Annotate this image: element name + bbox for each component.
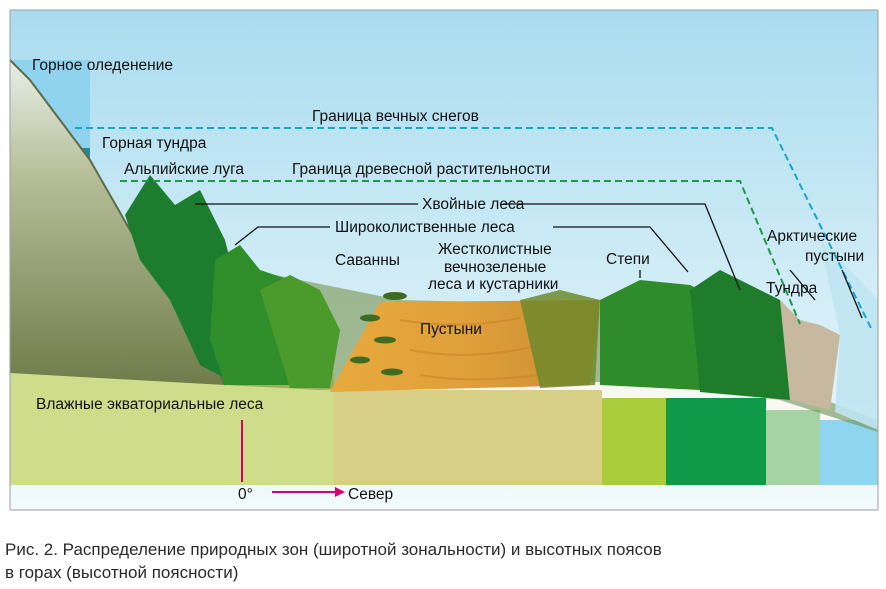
latitude-bands <box>10 373 878 485</box>
diagram-frame <box>9 9 879 511</box>
arctic-ice <box>820 240 878 430</box>
northern-forest <box>600 270 800 400</box>
tree-line <box>120 180 801 325</box>
savanna-trees <box>350 292 407 376</box>
label-alpine-meadows: Альпийские луга <box>124 161 244 178</box>
north-indicator <box>241 420 345 497</box>
tundra-slope <box>780 300 840 410</box>
sclerophyll-shrubs <box>520 290 600 388</box>
label-savannas: Саванны <box>335 252 400 269</box>
snow-line <box>75 127 873 331</box>
caption-line-1: Рис. 2. Распределение природных зон (шир… <box>5 540 662 559</box>
label-sclerophyll-1: Жестколистные <box>438 241 552 258</box>
label-sclerophyll-3: леса и кустарники <box>428 276 558 293</box>
label-zero-degree: 0° <box>238 486 253 503</box>
label-arctic-2: пустыни <box>805 248 864 265</box>
label-equatorial: Влажные экваториальные леса <box>36 396 264 413</box>
label-sclerophyll-2: вечнозеленые <box>444 259 546 276</box>
label-coniferous: Хвойные леса <box>422 196 525 213</box>
mountain-slope <box>10 60 225 385</box>
label-tree-line: Граница древесной растительности <box>292 161 550 178</box>
band-arctic <box>820 420 878 485</box>
label-snow-line: Граница вечных снегов <box>312 108 479 125</box>
band-equatorial <box>10 373 334 485</box>
label-arrows <box>195 203 863 319</box>
label-mountain-tundra: Горная тундра <box>102 135 207 152</box>
band-forest <box>666 398 766 485</box>
band-tundra-light <box>766 410 820 485</box>
label-mountain-glaciation: Горное оледенение <box>32 57 173 74</box>
caption-line-2: в горах (высотной поясности) <box>5 563 238 582</box>
slope-forest <box>125 175 340 388</box>
band-steppe <box>602 398 666 485</box>
label-broadleaf: Широколиственные леса <box>335 219 515 236</box>
zone-labels: Горное оледенение Граница вечных снегов … <box>32 57 864 503</box>
band-savanna-desert <box>334 390 602 485</box>
label-tundra: Тундра <box>766 280 818 297</box>
figure-caption: Рис. 2. Распределение природных зон (шир… <box>5 540 662 582</box>
label-deserts: Пустыни <box>420 321 482 338</box>
label-steppes: Степи <box>606 251 650 268</box>
label-north: Север <box>348 486 393 503</box>
label-arctic-1: Арктические <box>767 228 857 245</box>
